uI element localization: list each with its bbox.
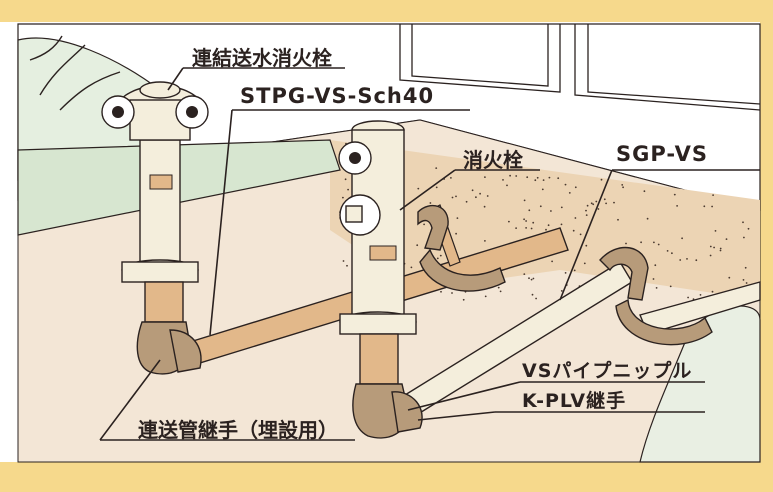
- leader-lines: [99, 67, 760, 441]
- shrub-branches: [29, 35, 121, 111]
- label-stpg-pipe: STPG-VS-Sch40: [240, 84, 435, 108]
- label-connected-water-hydrant: 連結送水消火栓: [192, 46, 332, 70]
- window-frames: [399, 24, 761, 111]
- label-buried-pipe-joint: 連送管継手（埋設用）: [138, 418, 338, 442]
- hydrant-head: [101, 81, 209, 141]
- label-fire-hydrant: 消火栓: [463, 148, 523, 172]
- label-sgp-pipe: SGP-VS: [616, 142, 708, 166]
- label-kplv-joint: K-PLV継手: [522, 390, 627, 412]
- fire-hydrant-riser: [338, 120, 423, 439]
- sgp-elbow-fitting: [599, 246, 713, 346]
- gravel-bed: [330, 140, 760, 300]
- elbow-fitting-upper: [417, 204, 506, 292]
- connected-water-hydrant-riser: [121, 139, 202, 375]
- label-vs-pipe-nipple: VSパイプニップル: [522, 360, 693, 382]
